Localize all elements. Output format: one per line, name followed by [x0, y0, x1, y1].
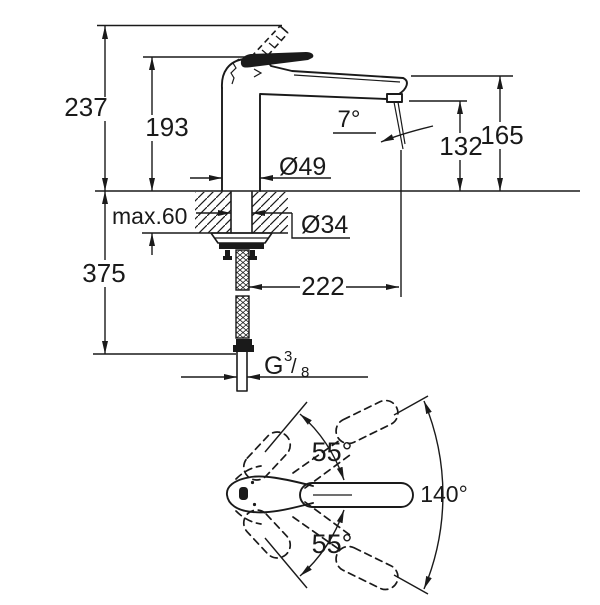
hose-nut-lower	[233, 345, 254, 352]
swivel-arc-55-lower	[299, 509, 345, 577]
dimension-lines	[102, 26, 503, 380]
thread-numerator: 3	[284, 348, 292, 365]
raised-lever-tip	[279, 25, 289, 34]
dashed-knob-lower	[235, 510, 262, 525]
swivel-boundary-upper-left	[264, 401, 308, 453]
aerator	[386, 93, 403, 103]
spout-angle-label: 7°	[338, 106, 361, 133]
raised-lever-top-edge	[250, 25, 281, 58]
handle-swivel-diagram: 55° 55° 140°	[226, 395, 468, 595]
swivel-140-label: 140°	[420, 481, 468, 507]
handle-blade-outline	[299, 482, 414, 508]
water-stream-lines	[393, 101, 406, 150]
lever-raised-position	[250, 25, 289, 64]
dim-base-diameter-label: Ø49	[279, 153, 326, 181]
dim-222-label: 222	[301, 271, 344, 301]
dim-193-label: 193	[145, 112, 188, 142]
dashed-handle-upper-far	[335, 399, 399, 445]
thread-denominator: 8	[301, 364, 309, 381]
spout-underside	[259, 93, 388, 100]
supply-hose	[233, 249, 254, 392]
swivel-boundary-upper-right	[393, 395, 429, 416]
mounting-nut	[219, 243, 264, 249]
connection-tailpipe	[236, 351, 248, 392]
swivel-arc-55-upper	[299, 413, 345, 481]
lever-closed-position	[240, 52, 314, 68]
faucet-side-view	[221, 25, 408, 192]
swivel-55-lower-label: 55°	[312, 529, 353, 559]
braided-hose-lower	[235, 295, 250, 339]
dim-132-label: 132	[439, 131, 482, 161]
thread-size-label: G 3 / 8	[264, 348, 309, 381]
swivel-arc-140	[423, 400, 444, 590]
dim-237-label: 237	[64, 92, 107, 122]
swivel-boundary-lower-right	[393, 574, 429, 595]
mounting-studs	[223, 250, 257, 260]
handle-heel-outline	[230, 58, 240, 85]
reference-lines	[93, 24, 580, 355]
dimension-labels: 237 193 Ø49 max.60 Ø34 375 222 G 3 / 8 7…	[64, 92, 523, 381]
lever-detail-chevron	[253, 68, 263, 78]
knob-marking	[239, 487, 248, 500]
dashed-handle-lower-near	[242, 509, 292, 559]
swivel-angle-dimensions: 55° 55° 140°	[264, 395, 468, 595]
spout-top-inner-line	[293, 74, 401, 83]
spout-end-cap	[398, 77, 408, 95]
dashed-handle-upper-near	[242, 431, 292, 481]
dim-165-label: 165	[480, 120, 523, 150]
hose-nut-upper	[236, 339, 252, 345]
dim-375-label: 375	[82, 258, 125, 288]
swivel-boundary-lower-left	[264, 537, 308, 589]
label-gaps	[60, 97, 525, 300]
swivel-55-upper-label: 55°	[312, 437, 353, 467]
knob-dot-bottom	[252, 502, 257, 507]
thread-letter: G	[264, 352, 283, 380]
mounting-shank	[230, 191, 253, 234]
angle-7-leader-arc	[380, 125, 434, 143]
dashed-knob-upper	[235, 465, 262, 480]
hole-diameter-leader-step	[291, 213, 350, 239]
raised-lever-hatch-ticks	[261, 35, 283, 56]
dashed-handle-lower-far	[335, 545, 399, 591]
braided-hose-upper	[235, 249, 250, 291]
thread-slash: /	[291, 356, 297, 378]
dim-max-depth-label: max.60	[112, 203, 187, 229]
dim-hole-diameter-label: Ø34	[301, 211, 348, 239]
knob-dot-top	[250, 480, 255, 485]
handle-knob-outline	[226, 475, 314, 514]
